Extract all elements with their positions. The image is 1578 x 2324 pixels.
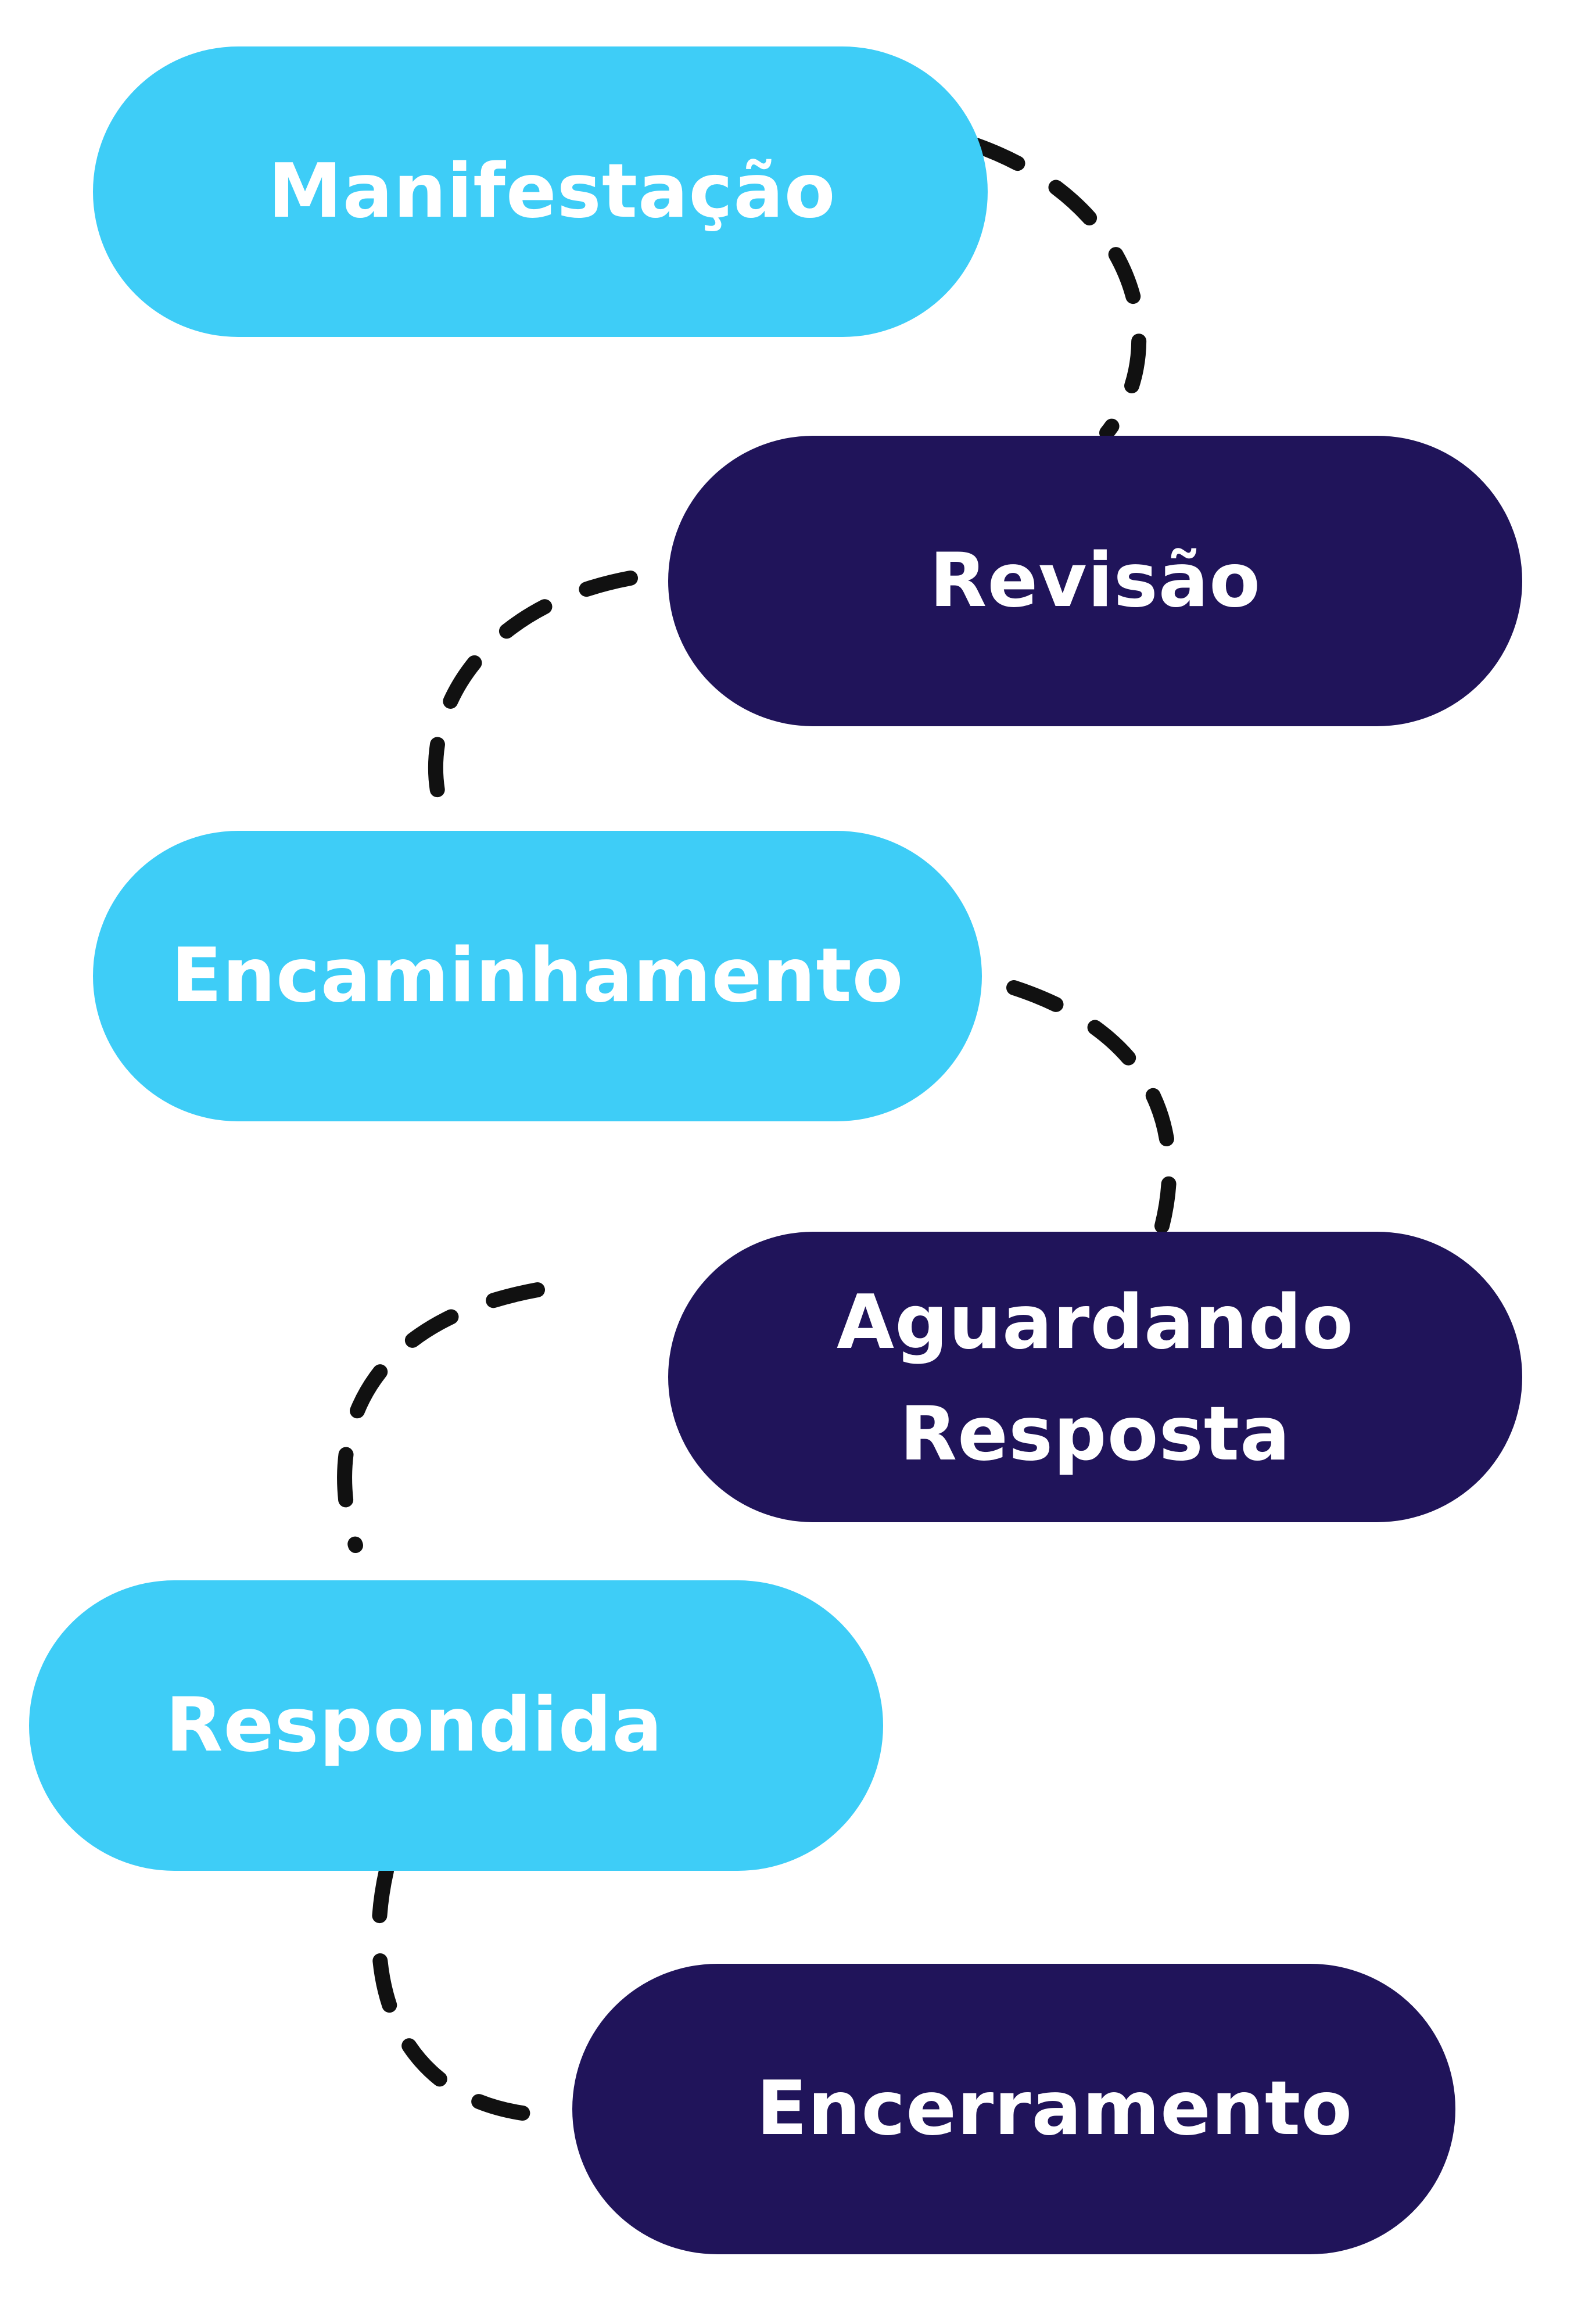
connector-2-3 [428,571,638,838]
step-encaminhamento: Encaminhamento [93,831,982,1121]
step-aguardando-resposta: Aguardando Resposta [668,1232,1522,1522]
connector-4-5 [337,1282,545,1553]
step-revisao: Revisão [668,436,1522,726]
step-revisao-label: Revisão [929,537,1261,624]
connector-1-2 [969,138,1147,440]
step-respondida-label: Respondida [166,1682,663,1769]
connector-5-6 [371,1863,545,2122]
step-encaminhamento-label: Encaminhamento [171,933,904,1019]
step-manifestacao: Manifestação [93,46,988,337]
step-respondida: Respondida [29,1580,883,1871]
step-encerramento-label: Encerramento [756,2065,1353,2152]
step-encerramento: Encerramento [572,1964,1455,2254]
step-aguardando-resposta-label: Aguardando Resposta [837,1279,1354,1477]
step-manifestacao-label: Manifestação [268,148,836,235]
connector-3-4 [1006,980,1177,1233]
